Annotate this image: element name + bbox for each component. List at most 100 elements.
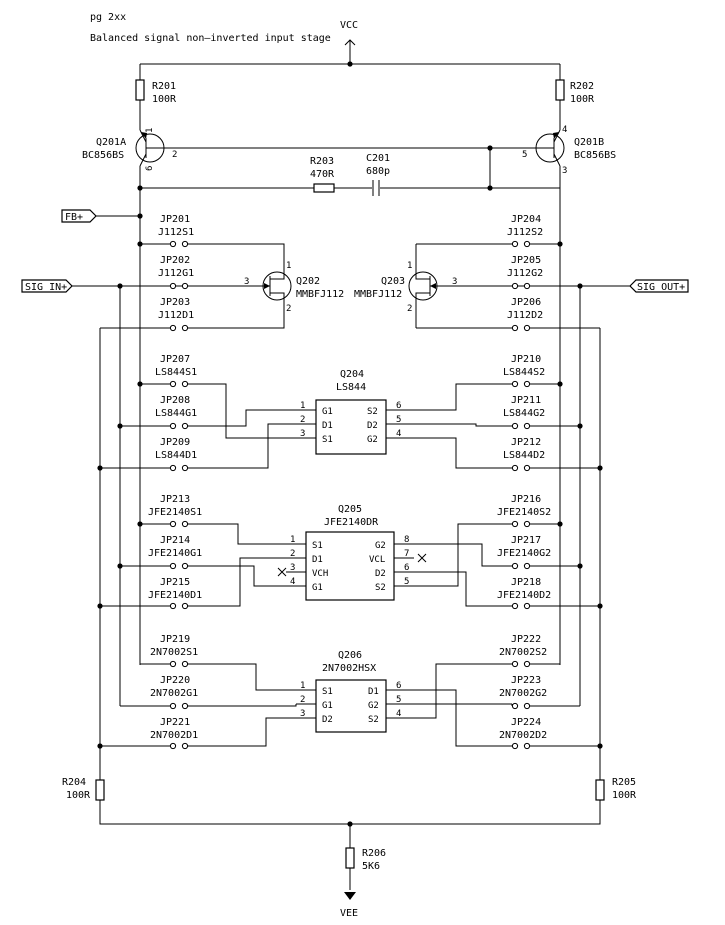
svg-text:2N7002D1: 2N7002D1	[150, 730, 198, 741]
resistor-r206: R206 5K6	[345, 824, 386, 890]
svg-text:G1: G1	[312, 583, 323, 593]
svg-text:JP214: JP214	[160, 535, 190, 546]
svg-text:D1: D1	[322, 421, 333, 431]
svg-text:S1: S1	[312, 541, 323, 551]
svg-text:JFE2140S1: JFE2140S1	[148, 507, 202, 518]
capacitor-c201: C201 680p	[366, 153, 390, 196]
svg-text:JP210: JP210	[511, 354, 541, 365]
svg-text:6: 6	[404, 563, 409, 573]
ic-q205: Q205 JFE2140DR 1 2 3 4 S1 D1 VCH G1 8 7 …	[277, 504, 427, 601]
jumper-jp215: JP215 JFE2140D1	[97, 557, 286, 610]
svg-text:MMBFJ112: MMBFJ112	[296, 289, 344, 300]
svg-text:JP209: JP209	[160, 437, 190, 448]
vcc-label: VCC	[340, 20, 358, 31]
svg-text:JFE2140D2: JFE2140D2	[497, 590, 551, 601]
svg-text:JFE2140D1: JFE2140D1	[148, 590, 202, 601]
svg-text:1: 1	[290, 535, 295, 545]
svg-text:3: 3	[290, 563, 295, 573]
svg-text:LS844D2: LS844D2	[503, 450, 545, 461]
schematic-title: Balanced signal non—inverted input stage	[90, 33, 331, 44]
svg-text:1: 1	[407, 261, 412, 271]
port-sig-out: SIG_OUT+	[629, 279, 689, 293]
junction-dot	[487, 185, 493, 191]
jumper-jp213: JP213 JFE2140S1	[137, 494, 286, 545]
svg-text:SIG_OUT+: SIG_OUT+	[637, 282, 685, 293]
svg-text:JP221: JP221	[160, 717, 190, 728]
port-sig-in: SIG_IN+	[21, 279, 73, 293]
svg-text:LS844S2: LS844S2	[503, 367, 545, 378]
svg-text:JP216: JP216	[511, 494, 541, 505]
svg-text:JP211: JP211	[511, 395, 541, 406]
svg-text:4: 4	[562, 125, 567, 135]
jumper-jp220: JP220 2N7002G1	[120, 675, 297, 710]
jfet-q202: 3 1 2 Q202 MMBFJ112	[244, 261, 344, 314]
svg-text:JP218: JP218	[511, 577, 541, 588]
svg-text:BC856BS: BC856BS	[574, 150, 616, 161]
svg-text:JFE2140S2: JFE2140S2	[497, 507, 551, 518]
junction-dot	[117, 283, 123, 289]
svg-text:470R: 470R	[310, 169, 335, 180]
svg-text:1: 1	[300, 681, 305, 691]
svg-text:JP220: JP220	[160, 675, 190, 686]
svg-text:G2: G2	[367, 435, 378, 445]
svg-text:LS844G2: LS844G2	[503, 408, 545, 419]
svg-text:JP202: JP202	[160, 255, 190, 266]
svg-text:2N7002G2: 2N7002G2	[499, 688, 547, 699]
svg-text:R202: R202	[570, 81, 594, 92]
svg-text:Q203: Q203	[381, 276, 405, 287]
svg-text:2N7002S1: 2N7002S1	[150, 647, 198, 658]
jumper-jp205: JP205 J112G2	[507, 255, 543, 290]
svg-text:2N7002HSX: 2N7002HSX	[322, 663, 376, 674]
svg-text:5K6: 5K6	[362, 861, 380, 872]
svg-text:JP206: JP206	[511, 297, 541, 308]
ic-q204: Q204 LS844 1 2 3 G1 D1 S1 6 5 4 S2 D2 G2	[296, 369, 406, 455]
svg-text:JP219: JP219	[160, 634, 190, 645]
svg-text:JP223: JP223	[511, 675, 541, 686]
svg-text:MMBFJ112: MMBFJ112	[354, 289, 402, 300]
jumper-jp204: JP204 J112S2	[416, 214, 563, 248]
svg-text:100R: 100R	[570, 94, 595, 105]
svg-text:JFE2140G2: JFE2140G2	[497, 548, 551, 559]
svg-text:5: 5	[404, 577, 409, 587]
jumper-jp216: JP216 JFE2140S2	[414, 494, 563, 587]
transistor-q201b: 5 4 3 Q201B BC856BS	[490, 125, 616, 176]
svg-text:2: 2	[172, 150, 177, 160]
jumper-jp210: JP210 LS844S2	[406, 354, 563, 411]
resistor-r202: R202 100R	[555, 79, 595, 130]
jfet-q203: 3 1 2 Q203 MMBFJ112	[354, 244, 457, 328]
svg-text:4: 4	[290, 577, 295, 587]
resistor-r204: R204 100R	[62, 777, 601, 825]
svg-text:6: 6	[396, 401, 401, 411]
jumper-jp207: JP207 LS844S1	[137, 354, 296, 439]
resistor-r205: R205 100R	[595, 777, 637, 801]
svg-text:100R: 100R	[152, 94, 177, 105]
svg-text:5: 5	[396, 695, 401, 705]
svg-text:D2: D2	[367, 421, 378, 431]
svg-text:J112S1: J112S1	[158, 227, 194, 238]
svg-text:100R: 100R	[66, 790, 91, 801]
svg-text:J112D2: J112D2	[507, 310, 543, 321]
svg-text:D1: D1	[312, 555, 323, 565]
svg-text:2: 2	[300, 695, 305, 705]
svg-text:D1: D1	[368, 687, 379, 697]
jumper-jp217: JP217 JFE2140G2	[414, 535, 583, 570]
svg-text:100R: 100R	[612, 790, 637, 801]
jumper-jp218: JP218 JFE2140D2	[414, 571, 603, 610]
svg-text:5: 5	[522, 150, 527, 160]
svg-text:3: 3	[452, 277, 457, 287]
svg-text:JFE2140DR: JFE2140DR	[324, 517, 379, 528]
svg-text:3: 3	[300, 429, 305, 439]
svg-text:Q201A: Q201A	[96, 137, 126, 148]
svg-text:S1: S1	[322, 687, 333, 697]
svg-text:2N7002S2: 2N7002S2	[499, 647, 547, 658]
jumper-jp221: JP221 2N7002D1	[97, 717, 296, 750]
svg-text:6: 6	[145, 166, 155, 171]
svg-text:7: 7	[404, 549, 409, 559]
vee-power-symbol: VEE	[340, 892, 358, 919]
jumper-jp222: JP222 2N7002S2	[406, 634, 560, 719]
jumper-jp223: JP223 2N7002G2	[406, 675, 580, 710]
svg-text:J112S2: J112S2	[507, 227, 543, 238]
svg-text:G2: G2	[375, 541, 386, 551]
svg-text:J112D1: J112D1	[158, 310, 194, 321]
